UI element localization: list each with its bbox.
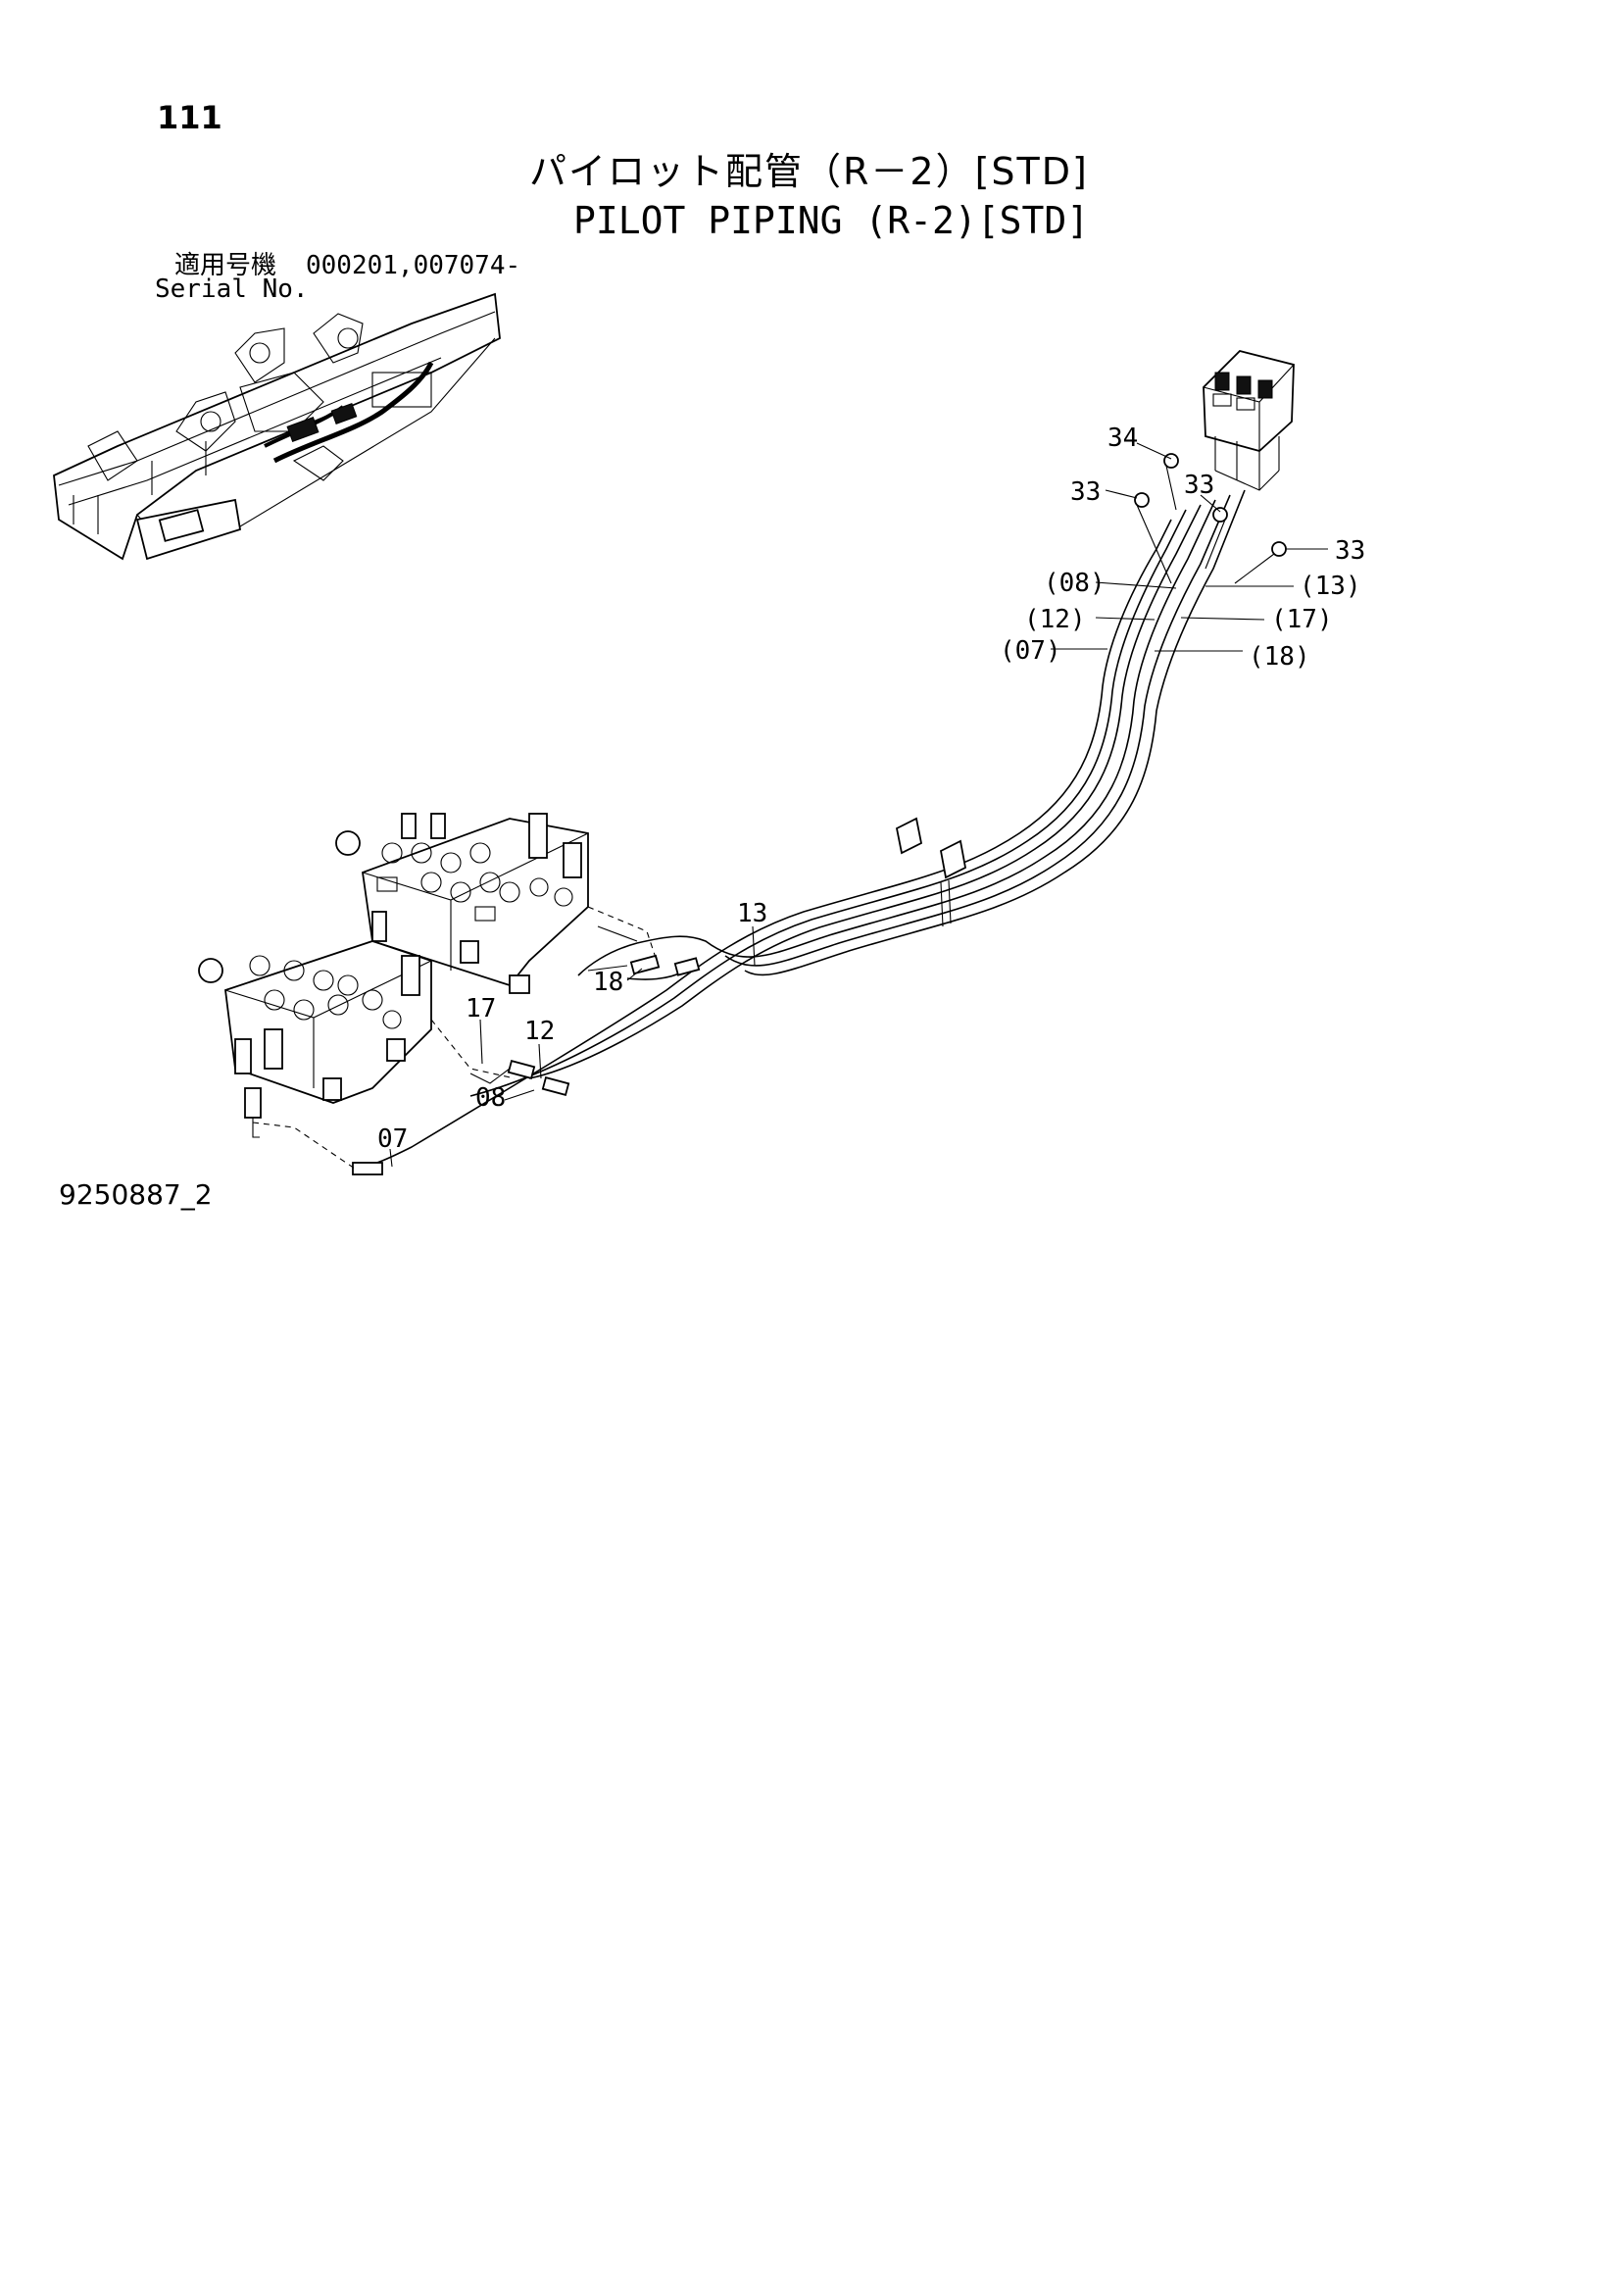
callout-34: 34 [1107, 424, 1138, 453]
control-valve-lower [198, 940, 432, 1138]
callout-17-ref: (17) [1271, 605, 1333, 634]
serial-label-english: Serial No. [155, 275, 309, 304]
callout-17: 17 [466, 994, 496, 1023]
callout-33-left: 33 [1070, 477, 1101, 507]
pilot-hose-bundle [352, 489, 1246, 1170]
callout-08: 08 [475, 1083, 506, 1113]
callout-18-ref: (18) [1249, 642, 1310, 672]
callout-07: 07 [377, 1124, 408, 1154]
callout-33-center: 33 [1184, 471, 1214, 500]
serial-number-range: 000201,007074- [306, 251, 521, 280]
page-number: 111 [157, 99, 222, 136]
hose-ends-control-valve [252, 906, 701, 1175]
hose-clamp [895, 817, 967, 927]
callout-13: 13 [737, 899, 767, 928]
callout-18: 18 [593, 968, 623, 997]
callout-08-ref: (08) [1044, 569, 1106, 598]
drawing-code: 9250887_2 [59, 1178, 213, 1211]
control-valve-upper [335, 813, 589, 994]
callout-13-ref: (13) [1300, 572, 1361, 601]
callout-group: 34 33 33 33 (08) (13) (12) (17) (07) (18… [377, 424, 1365, 1168]
overview-machine-frame [53, 292, 501, 561]
callout-12-ref: (12) [1024, 605, 1086, 634]
title-japanese: パイロット配管（R－2）[STD] [529, 150, 1089, 193]
serial-label-japanese: 適用号機 [174, 251, 277, 280]
title-english: PILOT PIPING (R-2)[STD] [573, 199, 1090, 242]
callout-07-ref: (07) [1000, 636, 1061, 666]
callout-12: 12 [524, 1017, 555, 1046]
pilot-valve [1203, 350, 1295, 491]
callout-33-right: 33 [1335, 536, 1365, 566]
